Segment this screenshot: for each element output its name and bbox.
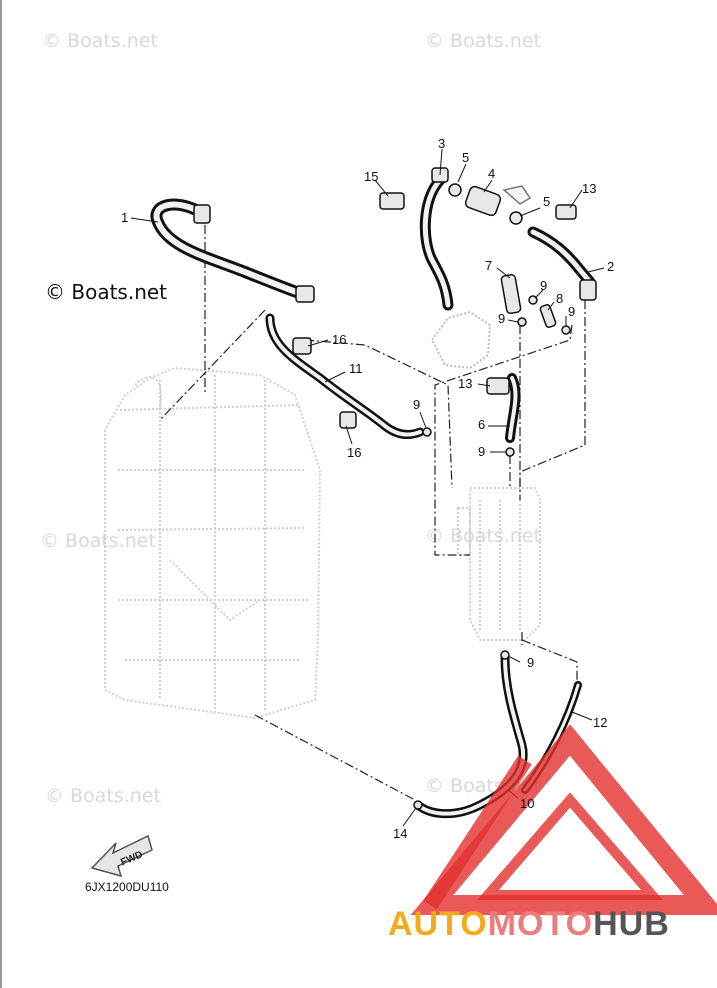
engine-block: [104, 366, 322, 720]
part-code: 6JX1200DU110: [85, 880, 169, 894]
callout-13b: 13: [458, 376, 473, 391]
callout-9b: 9: [498, 311, 506, 326]
callout-5a: 5: [462, 150, 470, 165]
callout-9c: 9: [568, 304, 576, 319]
callout-11: 11: [349, 361, 363, 376]
callout-3: 3: [438, 136, 446, 151]
callout-5b: 5: [543, 194, 551, 209]
callout-16b: 16: [347, 445, 362, 460]
components: [193, 167, 597, 810]
callout-4: 4: [488, 166, 496, 181]
watermark-mid-left: © Boats.net: [40, 530, 156, 552]
callout-9d: 9: [413, 397, 421, 412]
callout-6: 6: [478, 417, 486, 432]
watermark-top-right: © Boats.net: [425, 30, 541, 52]
watermark-top-left: © Boats.net: [42, 30, 158, 52]
callout-9f: 9: [527, 655, 535, 670]
leader-lines: [159, 225, 586, 801]
brand-triangle-logo: [410, 724, 717, 915]
hoses: [150, 174, 596, 819]
brand-hub: HUB: [593, 905, 670, 943]
callout-1: 1: [121, 210, 129, 225]
callout-14: 14: [393, 826, 408, 841]
callout-7: 7: [485, 258, 493, 273]
watermark-mid-right: © Boats.net: [425, 525, 541, 547]
callout-16a: 16: [332, 332, 347, 347]
callout-leaders: [130, 148, 605, 827]
callout-15: 15: [364, 169, 379, 184]
brand-moto: MOTO: [487, 905, 594, 943]
brand-auto: AUTO: [388, 905, 488, 943]
callout-9e: 9: [478, 444, 486, 459]
callout-13a: 13: [582, 181, 597, 196]
vapor-separator: [457, 487, 541, 641]
fuel-pump: [430, 310, 492, 370]
fwd-arrow-icon: FWD: [90, 834, 153, 878]
brand-wordmark: AUTOMOTOHUB: [388, 905, 670, 944]
callout-9a: 9: [540, 278, 548, 293]
callout-10: 10: [520, 796, 535, 811]
watermark-main: © Boats.net: [45, 280, 168, 304]
callout-8: 8: [556, 291, 564, 306]
watermark-bottom-left: © Boats.net: [45, 785, 161, 807]
callout-2: 2: [607, 259, 615, 274]
callout-12: 12: [593, 715, 608, 730]
